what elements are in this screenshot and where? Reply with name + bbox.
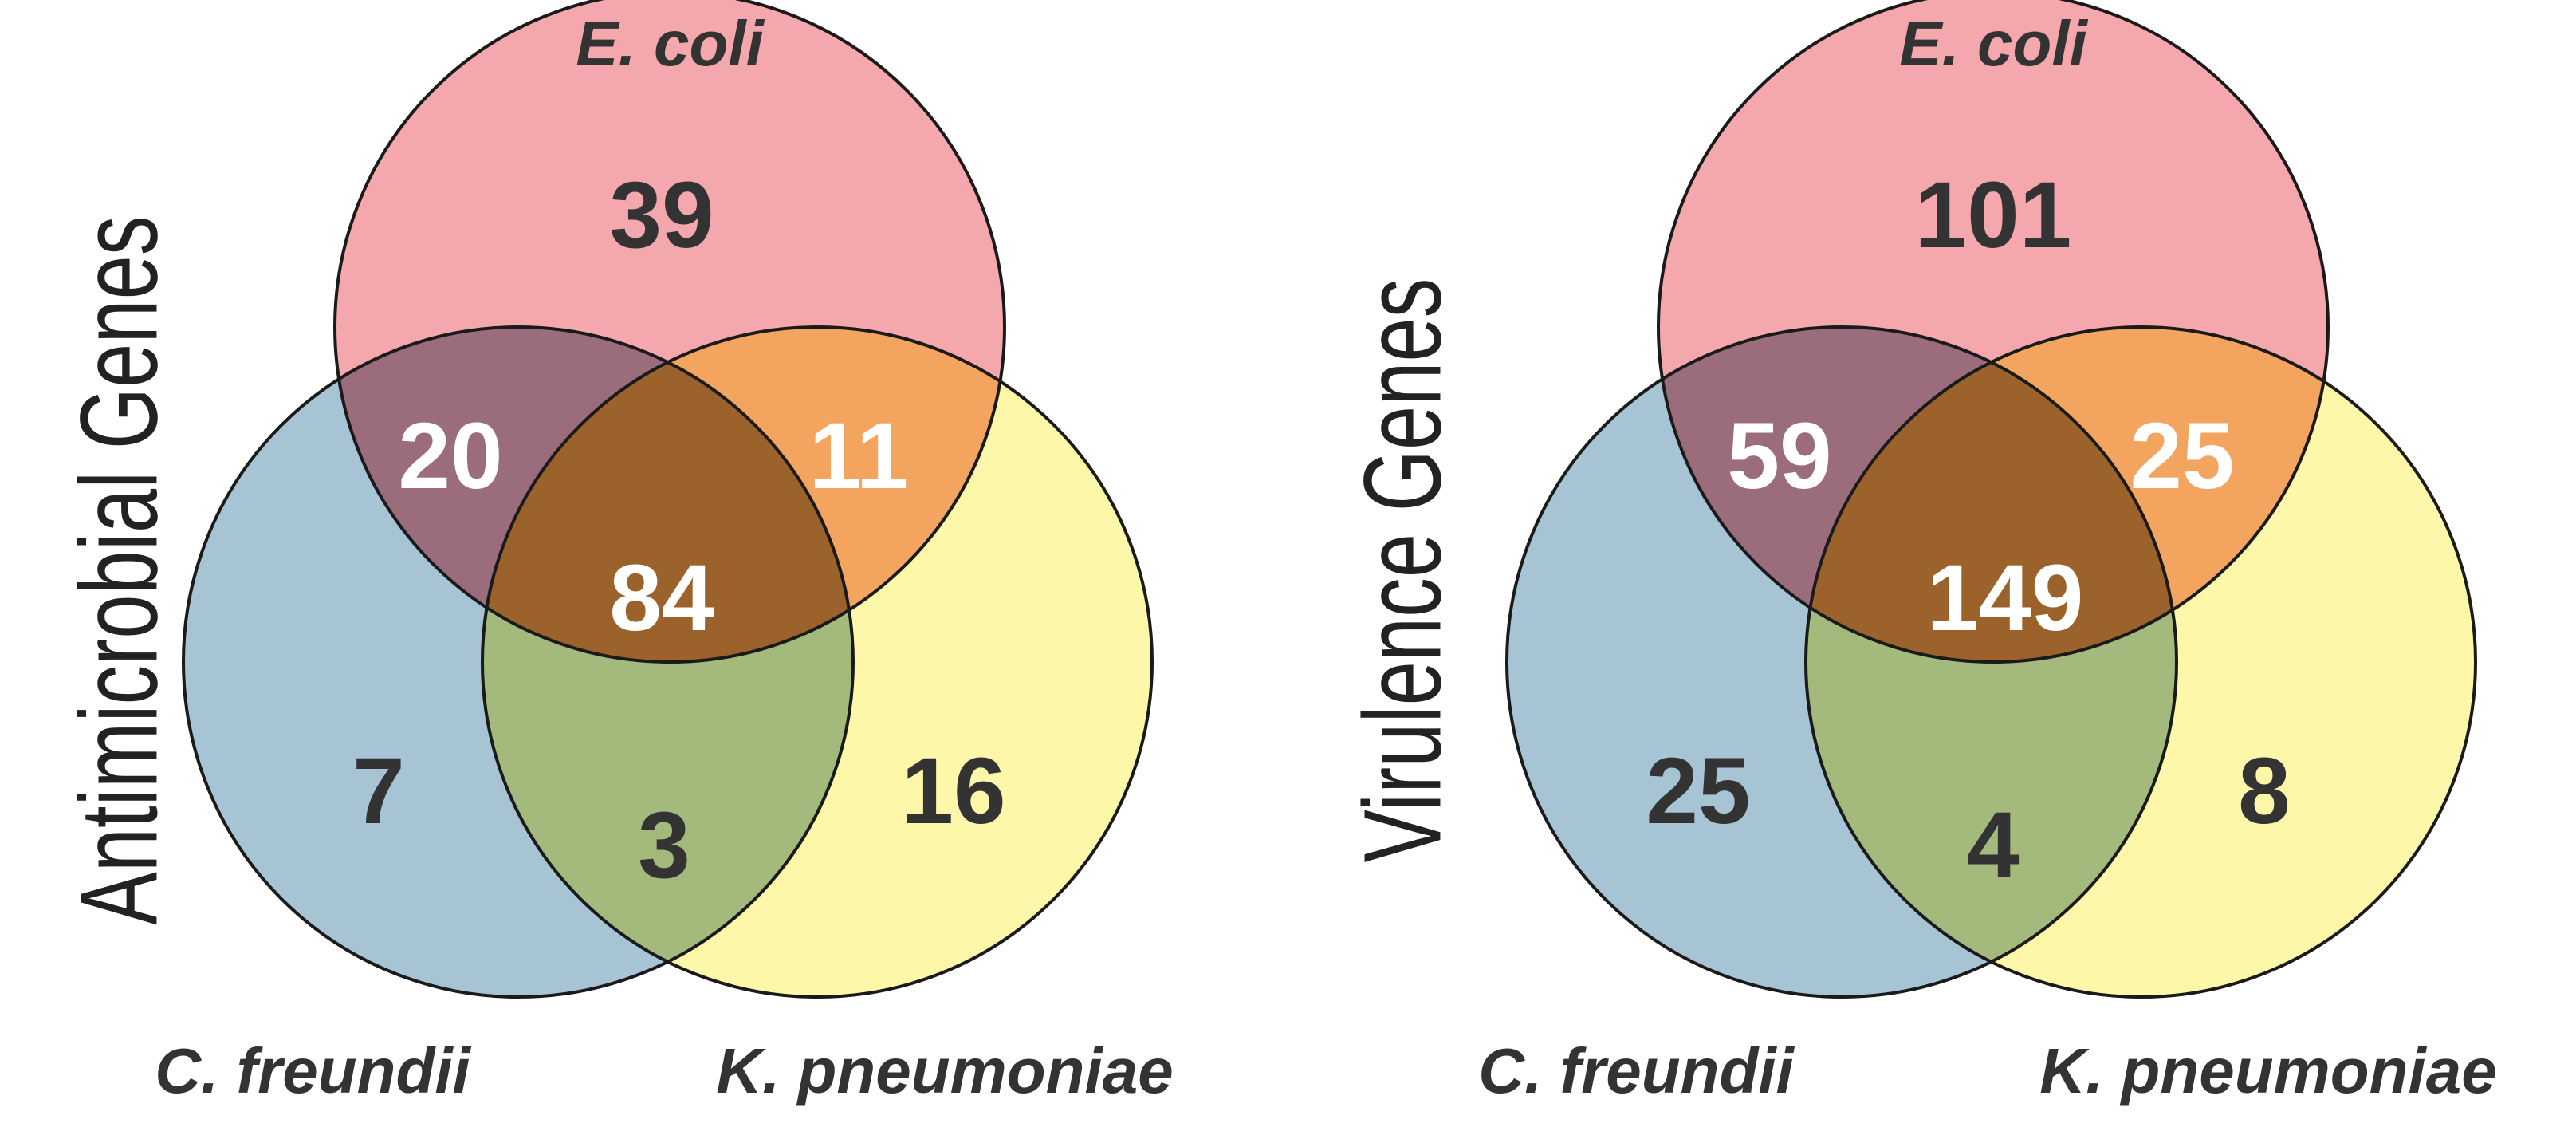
outline-ecoli-1: [1657, 0, 2330, 664]
venn-virulence: Virulence Genes E. coli C. freundii K. p…: [1342, 0, 2497, 1106]
label-kpneumoniae-0: K. pneumoniae: [716, 1035, 1173, 1106]
count-cfreundii-kpneumoniae-1: 4: [1967, 793, 2020, 898]
side-label-antimicrobial: Antimicrobial Genes: [58, 215, 181, 924]
outline-ecoli-0: [333, 0, 1006, 664]
overlap-all-1: [1806, 327, 2177, 662]
count-kpneumoniae-only-0: 16: [901, 739, 1005, 844]
outline-kpneumoniae-1: [1804, 325, 2477, 999]
venn-antimicrobial: Antimicrobial Genes E. coli C. freundii …: [58, 0, 1174, 1106]
count-cfreundii-only-0: 7: [352, 739, 405, 844]
count-ecoli-cfreundii-1: 59: [1727, 404, 1831, 509]
count-ecoli-only-0: 39: [609, 163, 714, 268]
count-kpneumoniae-only-1: 8: [2238, 739, 2291, 844]
count-cfreundii-kpneumoniae-0: 3: [638, 793, 690, 898]
outline-cfreundii-0: [182, 325, 855, 999]
count-ecoli-only-1: 101: [1915, 163, 2072, 268]
overlap-all-0: [482, 327, 853, 662]
label-kpneumoniae-1: K. pneumoniae: [2039, 1035, 2496, 1106]
count-all-1: 149: [1927, 546, 2084, 651]
side-label-virulence: Virulence Genes: [1342, 278, 1465, 863]
label-cfreundii-0: C. freundii: [155, 1035, 471, 1106]
count-cfreundii-only-1: 25: [1646, 739, 1750, 844]
count-ecoli-cfreundii-0: 20: [398, 404, 502, 509]
outline-kpneumoniae-0: [481, 325, 1154, 999]
count-all-0: 84: [609, 546, 714, 651]
count-ecoli-kpneumoniae-1: 25: [2130, 404, 2234, 509]
label-ecoli-1: E. coli: [1899, 8, 2088, 79]
outline-cfreundii-1: [1505, 325, 2178, 999]
label-ecoli-0: E. coli: [576, 8, 765, 79]
label-cfreundii-1: C. freundii: [1478, 1035, 1795, 1106]
count-ecoli-kpneumoniae-0: 11: [809, 404, 909, 509]
